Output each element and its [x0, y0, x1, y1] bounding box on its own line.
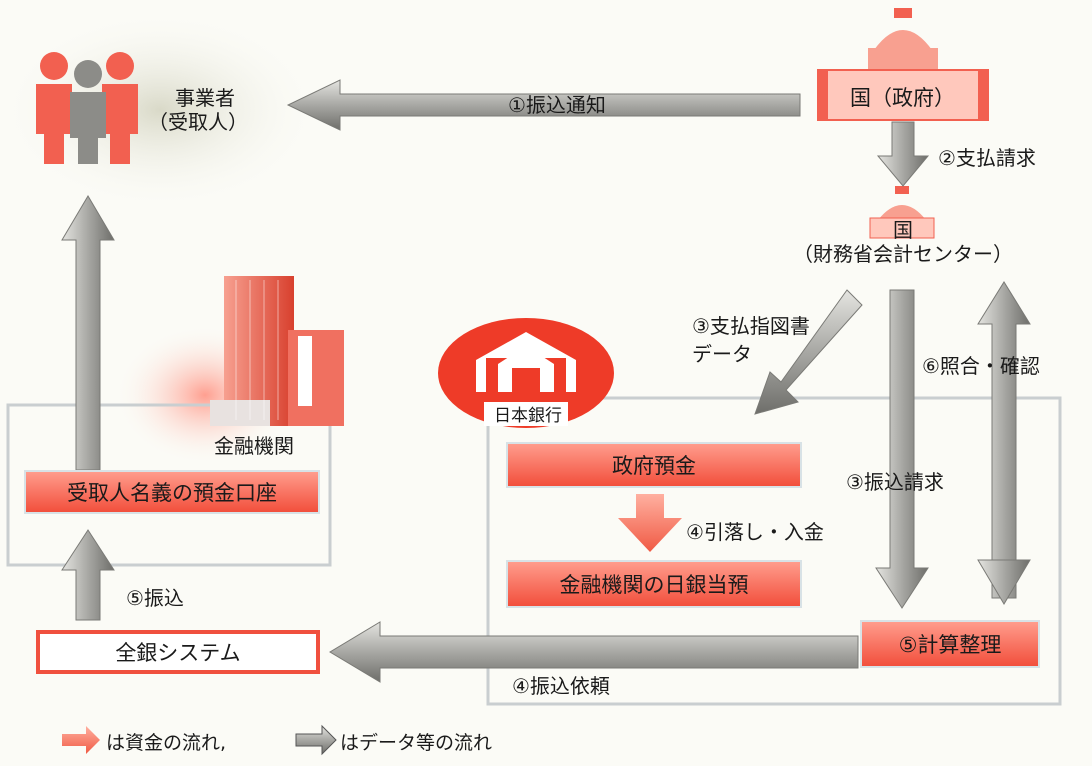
government-building-icon: [817, 8, 989, 121]
arrow-3-data: [754, 289, 863, 415]
arrow-6-down: [977, 559, 1031, 605]
flow-3a-label: ③支払指図書 データ: [692, 314, 810, 366]
bank-frame: [6, 403, 332, 567]
arrow-up-to-business: [61, 195, 115, 471]
boj-logo-icon: [438, 318, 614, 428]
flow-5-label: ⑤振込: [126, 586, 184, 610]
arrow-4-money: [618, 494, 682, 552]
mof-building-icon: [869, 186, 935, 239]
flow-3b-label: ③振込請求: [846, 470, 944, 494]
government-deposit-box: 政府預金: [506, 442, 802, 488]
zengin-system-box: 全銀システム: [36, 630, 320, 674]
legend-data-icon: [295, 724, 337, 756]
business-label: 事業者 （受取人）: [148, 86, 248, 134]
flow-4a-label: ④引落し・入金: [686, 520, 824, 544]
recipient-account-box: 受取人名義の預金口座: [24, 470, 320, 514]
bank-label: 金融機関: [214, 434, 294, 458]
flow-1-label: ①振込通知: [508, 93, 606, 117]
legend-data-text: はデータ等の流れ: [340, 732, 493, 754]
legend-money-text: は資金の流れ,: [106, 732, 227, 754]
people-icon: [36, 52, 138, 164]
arrow-4-transfer-order: [329, 621, 859, 683]
arrow-6-up: [977, 281, 1031, 599]
flow-6-label: ⑥照合・確認: [922, 354, 1040, 378]
boj-current-account-box: 金融機関の日銀当預: [506, 560, 802, 608]
arrow-3-transfer-request: [875, 289, 929, 609]
bank-building-icon: [210, 276, 344, 426]
boj-label: 日本銀行: [494, 406, 562, 426]
flow-2-label: ②支払請求: [938, 146, 1036, 170]
mof-center-label: 国 （財務省会計センター）: [793, 218, 1013, 266]
government-label: 国（政府）: [850, 86, 955, 110]
flow-4b-label: ④振込依頼: [512, 674, 610, 698]
calc-box: ⑤計算整理: [860, 620, 1040, 668]
arrow-2-request: [876, 121, 930, 187]
data-arrows: [61, 79, 1031, 683]
arrow-1-notice: [286, 79, 801, 131]
legend-money-icon: [62, 726, 100, 754]
arrow-5-transfer: [61, 529, 115, 621]
